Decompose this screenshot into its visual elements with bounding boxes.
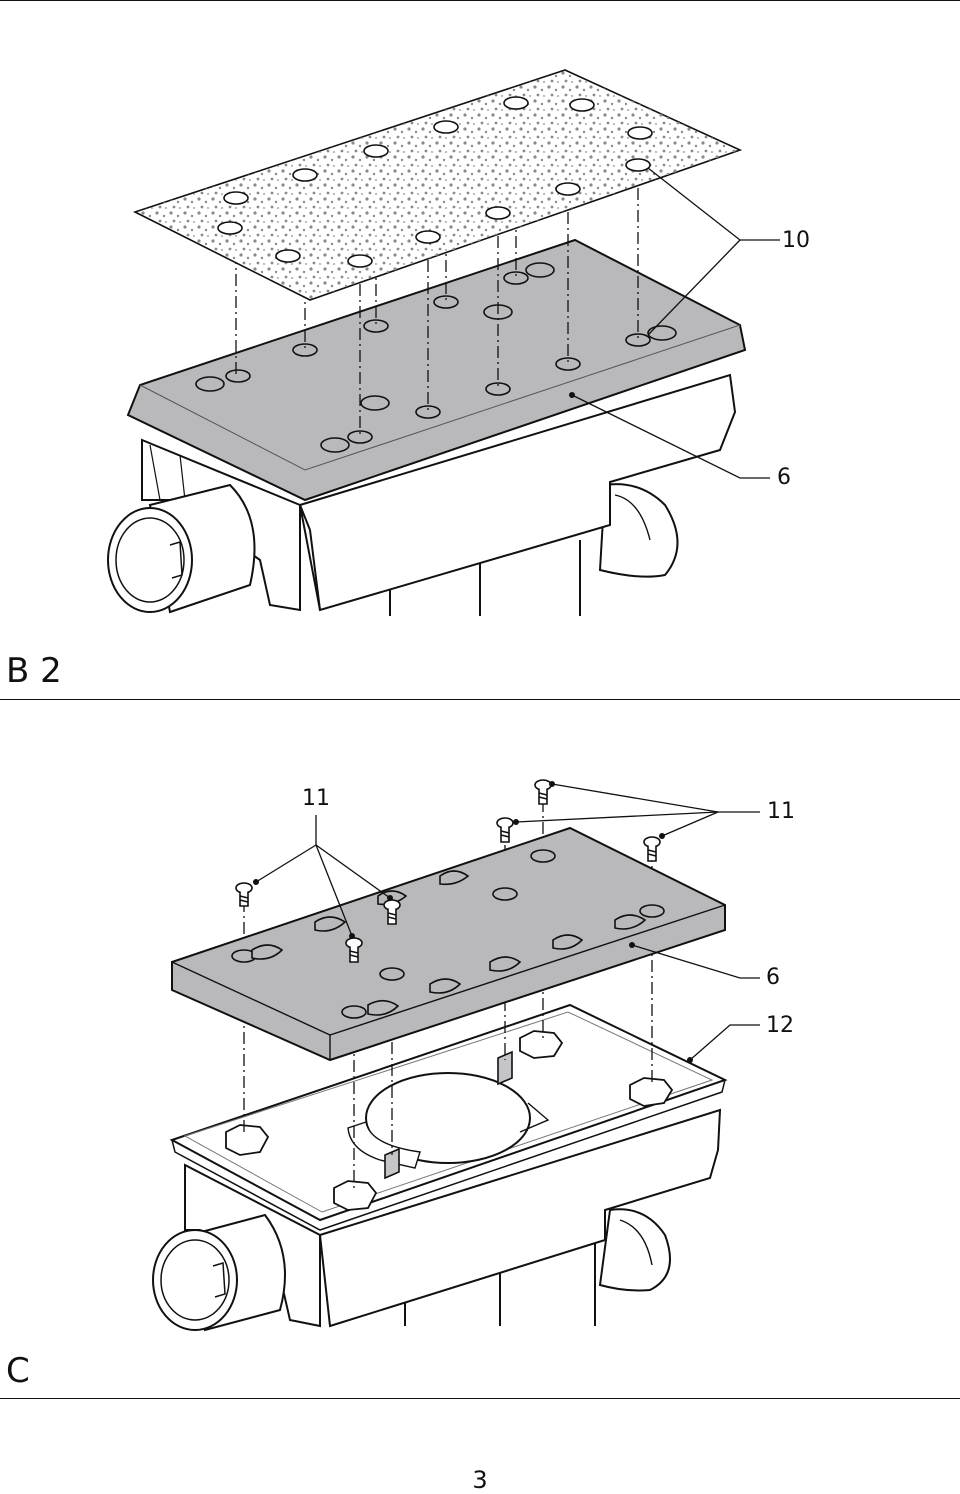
figure-label-b2: B 2 <box>6 651 62 691</box>
callout-screws-left: 11 <box>302 786 330 811</box>
leader-lines-b2 <box>571 167 780 479</box>
screw <box>496 817 514 843</box>
figure-b2-diagram <box>107 69 780 616</box>
leader-lines-c <box>255 783 760 1061</box>
figure-c-diagram <box>152 779 760 1332</box>
pad-pegs <box>384 1050 513 1180</box>
screw <box>345 937 363 963</box>
screw <box>534 779 552 805</box>
callout-base-plate: 12 <box>766 1013 794 1038</box>
top-rule <box>0 0 960 1</box>
dust-extraction-port <box>152 1213 286 1332</box>
sanding-pad-6 <box>171 826 726 1062</box>
callout-sanding-sheet: 10 <box>782 228 810 253</box>
screws-11 <box>235 779 661 963</box>
page-number: 3 <box>472 1466 488 1494</box>
callout-screws-right: 11 <box>767 799 795 824</box>
dust-extraction-port <box>107 483 256 614</box>
leader-dots <box>253 781 693 1063</box>
base-plate-12 <box>169 1003 728 1231</box>
callout-sanding-pad: 6 <box>766 965 780 990</box>
screw <box>643 836 661 862</box>
screw <box>235 882 253 907</box>
sanding-pad-6 <box>126 238 747 502</box>
callout-sanding-pad: 6 <box>777 465 791 490</box>
sanding-sheet-10 <box>132 69 743 301</box>
section-rule <box>0 699 960 700</box>
hex-nuts <box>225 1030 674 1211</box>
section-rule <box>0 1398 960 1399</box>
leader-dot <box>569 392 575 398</box>
figure-label-c: C <box>6 1351 30 1391</box>
